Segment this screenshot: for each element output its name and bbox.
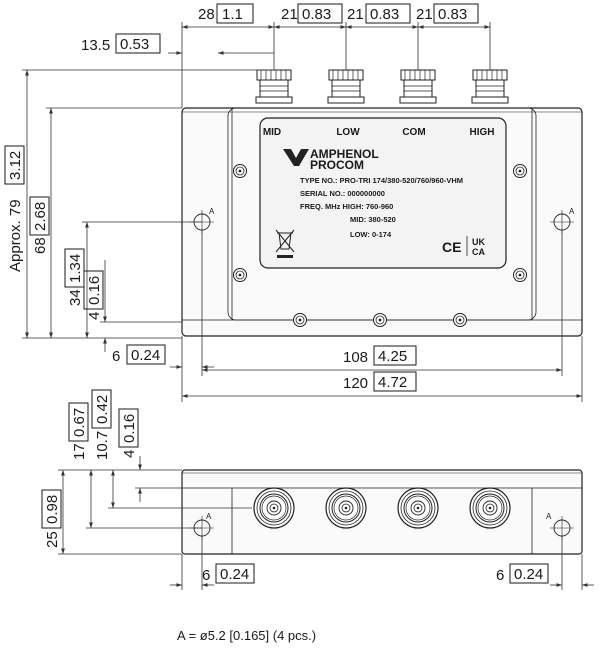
- dim-side-6l-bracket-text: 0.24: [220, 566, 249, 583]
- screw-icon: [513, 164, 527, 178]
- dim-10-7-value: 10.7: [94, 431, 111, 460]
- port-label-com: COM: [402, 127, 425, 138]
- dim-108-value: 108: [343, 349, 368, 366]
- port-label-low: LOW: [336, 127, 360, 138]
- dim-120-bracket-text: 4.72: [378, 374, 407, 391]
- dim-side-6r-value: 6: [496, 567, 504, 584]
- dim-34-bracket-text: 1.34: [67, 254, 84, 283]
- amphenol-logo-icon: [283, 149, 309, 166]
- dim-108-bracket: [373, 345, 417, 366]
- dim-13-5-bracket-text: 0.53: [120, 36, 149, 53]
- hole-mark-a: A: [546, 512, 552, 521]
- dim-side-4-bracket-text: 0.16: [121, 414, 138, 443]
- screw-icon: [453, 313, 467, 327]
- dim-side-4-value: 4: [121, 450, 138, 458]
- dim-side-4-bracket: [118, 408, 139, 448]
- dim-10-7-bracket: [91, 389, 112, 429]
- dim-108-bracket-text: 4.25: [378, 348, 407, 365]
- ce-mark: CE: [442, 239, 461, 255]
- hole-mark-a: A: [569, 207, 575, 216]
- hole-mark-a: A: [209, 207, 215, 216]
- dim-34-bracket: [64, 248, 85, 288]
- dim-side-6l-bracket: [215, 563, 255, 584]
- dim-120-value: 120: [343, 375, 368, 392]
- dim-4-bracket: [83, 270, 104, 310]
- connector-front-mid: [253, 487, 295, 529]
- connector-front-low: [325, 487, 367, 529]
- dim-25-bracket-text: 0.98: [44, 495, 61, 524]
- dim-side-6l-value: 6: [202, 567, 210, 584]
- dim-approx-79-value: Approx. 79: [7, 199, 24, 272]
- brand-amphenol: AMPHENOL: [310, 147, 379, 161]
- dim-4-bracket-text: 0.16: [86, 276, 103, 305]
- label-serial-no: SERIAL NO.: 000000000: [300, 189, 385, 198]
- hole-note: A = ø5.2 [0.165] (4 pcs.): [177, 628, 316, 643]
- dim-25-bracket: [41, 489, 62, 529]
- hole-mark-a: A: [206, 512, 212, 521]
- dim-17-bracket: [68, 402, 89, 442]
- screw-icon: [513, 268, 527, 282]
- screw-icon: [293, 313, 307, 327]
- label-freq-low: LOW: 0-174: [350, 230, 392, 239]
- screw-icon: [373, 313, 387, 327]
- dim-28-value: 28: [198, 6, 215, 23]
- connector-high: [471, 69, 509, 104]
- dim-28-bracket: [216, 3, 254, 24]
- dim-6-bracket-text: 0.24: [131, 347, 160, 364]
- label-freq-high: FREQ. MHz HIGH: 760-960: [300, 202, 393, 211]
- weee-bin-icon: [275, 229, 295, 258]
- dim-120-bracket: [373, 371, 417, 392]
- dim-13-5-value: 13.5: [81, 37, 110, 54]
- connector-mid: [255, 69, 293, 104]
- dim-21c-value: 21: [416, 6, 433, 23]
- dim-68-bracket: [29, 196, 50, 236]
- dim-side-6r-bracket-text: 0.24: [514, 566, 543, 583]
- housing-side-view: [181, 469, 583, 555]
- port-label-high: HIGH: [470, 127, 495, 138]
- label-freq-mid: MID: 380-520: [350, 215, 396, 224]
- dim-21b-value: 21: [347, 6, 364, 23]
- screw-icon: [233, 164, 247, 178]
- dim-6-bracket: [126, 344, 166, 365]
- dim-21c-bracket-text: 0.83: [438, 6, 467, 23]
- dim-13-5-bracket: [115, 33, 161, 54]
- dim-21b-bracket-text: 0.83: [370, 6, 399, 23]
- screw-icon: [233, 268, 247, 282]
- product-label: [259, 117, 507, 269]
- port-label-mid: MID: [263, 127, 281, 138]
- dim-approx-79-bracket-text: 3.12: [7, 151, 24, 180]
- connector-front-com: [397, 487, 439, 529]
- dim-side-6r-bracket: [509, 563, 549, 584]
- dim-4-value: 4: [86, 312, 103, 320]
- dim-28-bracket-text: 1.1: [222, 6, 243, 23]
- brand-procom: PROCOM: [310, 158, 364, 172]
- dim-21a-value: 21: [281, 6, 298, 23]
- dim-21b-bracket: [365, 3, 411, 24]
- connector-low: [327, 69, 365, 104]
- dim-17-value: 17: [71, 443, 88, 460]
- dim-34-value: 34: [67, 289, 84, 306]
- connector-com: [399, 69, 437, 104]
- ukca-mark-top: UK: [472, 237, 485, 247]
- dim-17-bracket-text: 0.67: [71, 408, 88, 437]
- connector-front-high: [469, 487, 511, 529]
- ukca-mark-bottom: CA: [472, 247, 485, 257]
- dim-approx-79-bracket: [4, 145, 25, 185]
- dim-6-value: 6: [112, 348, 120, 365]
- dim-21a-bracket: [297, 3, 343, 24]
- dim-25-value: 25: [44, 531, 61, 548]
- dim-21c-bracket: [433, 3, 479, 24]
- label-type-no: TYPE NO.: PRO-TRI 174/380-520/760/960-VH…: [300, 176, 463, 185]
- dim-10-7-bracket-text: 0.42: [94, 395, 111, 424]
- dim-21a-bracket-text: 0.83: [302, 6, 331, 23]
- dim-68-value: 68: [32, 237, 49, 254]
- dim-68-bracket-text: 2.68: [32, 202, 49, 231]
